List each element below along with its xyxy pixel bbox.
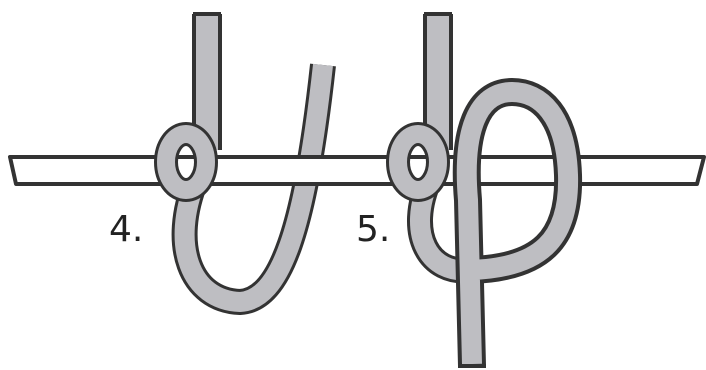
step5-rope-front (398, 14, 568, 366)
step-4-label: 4. (109, 212, 143, 248)
step-5-label: 5. (356, 212, 390, 248)
dowel-bar (10, 157, 704, 184)
